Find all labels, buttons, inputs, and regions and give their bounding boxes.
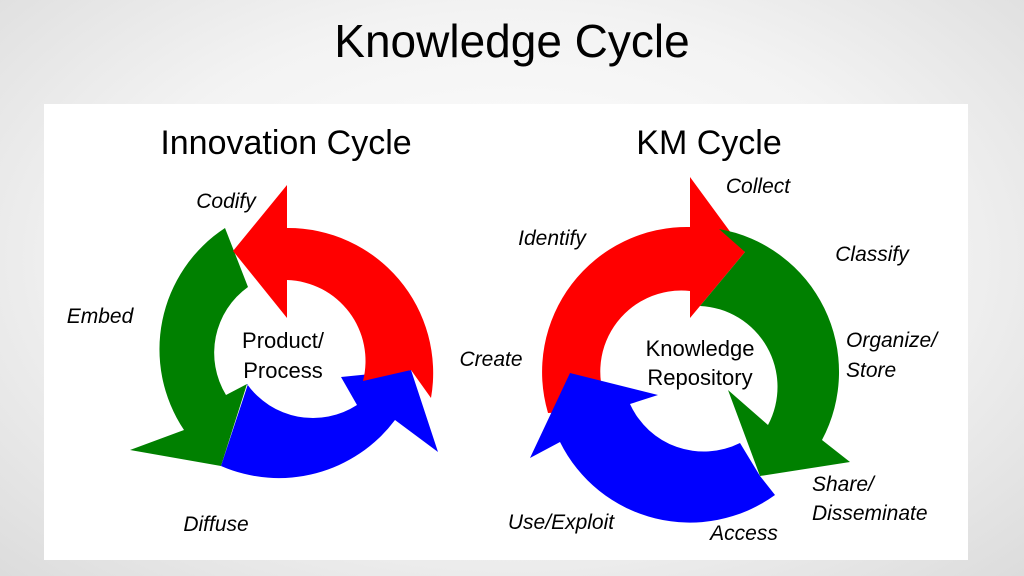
innovation-blue-arrow	[221, 370, 438, 479]
innovation-stage-diffuse: Diffuse	[183, 513, 248, 536]
km-stage-use-exploit: Use/Exploit	[508, 511, 615, 534]
km-stage-organize-line-2: Store	[846, 359, 896, 382]
km-center-line-2: Repository	[647, 365, 752, 390]
km-stage-share-line-1: Share/	[812, 473, 876, 496]
innovation-stage-embed: Embed	[67, 305, 135, 328]
km-center-line-1: Knowledge	[646, 336, 755, 361]
km-green-arrow	[700, 229, 850, 476]
km-stage-access: Access	[708, 522, 778, 545]
km-stage-share-line-2: Disseminate	[812, 502, 928, 525]
km-stage-collect: Collect	[726, 175, 791, 198]
cycles-diagram: Innovation Cycle Product/ Process Codify…	[67, 124, 939, 545]
innovation-stage-codify: Codify	[196, 190, 257, 213]
km-stage-classify: Classify	[835, 243, 910, 266]
km-stage-identify: Identify	[518, 227, 587, 250]
innovation-cycle: Innovation Cycle Product/ Process Codify…	[67, 124, 438, 536]
km-stage-create: Create	[459, 348, 522, 371]
innovation-center-line-1: Product/	[242, 328, 325, 353]
km-red-arrow	[542, 177, 745, 413]
km-stage-organize-line-1: Organize/	[846, 329, 939, 352]
innovation-green-arrow	[130, 228, 248, 466]
innovation-center-line-2: Process	[243, 358, 322, 383]
km-blue-arrow	[530, 373, 775, 523]
slide-title: Knowledge Cycle	[334, 15, 690, 67]
innovation-cycle-heading: Innovation Cycle	[160, 124, 411, 162]
km-cycle-heading: KM Cycle	[636, 124, 781, 162]
innovation-red-arrow	[233, 185, 434, 398]
diagram-panel: Innovation Cycle Product/ Process Codify…	[44, 104, 968, 560]
km-cycle: KM Cycle Knowledge Repository Collect Id…	[459, 124, 939, 545]
